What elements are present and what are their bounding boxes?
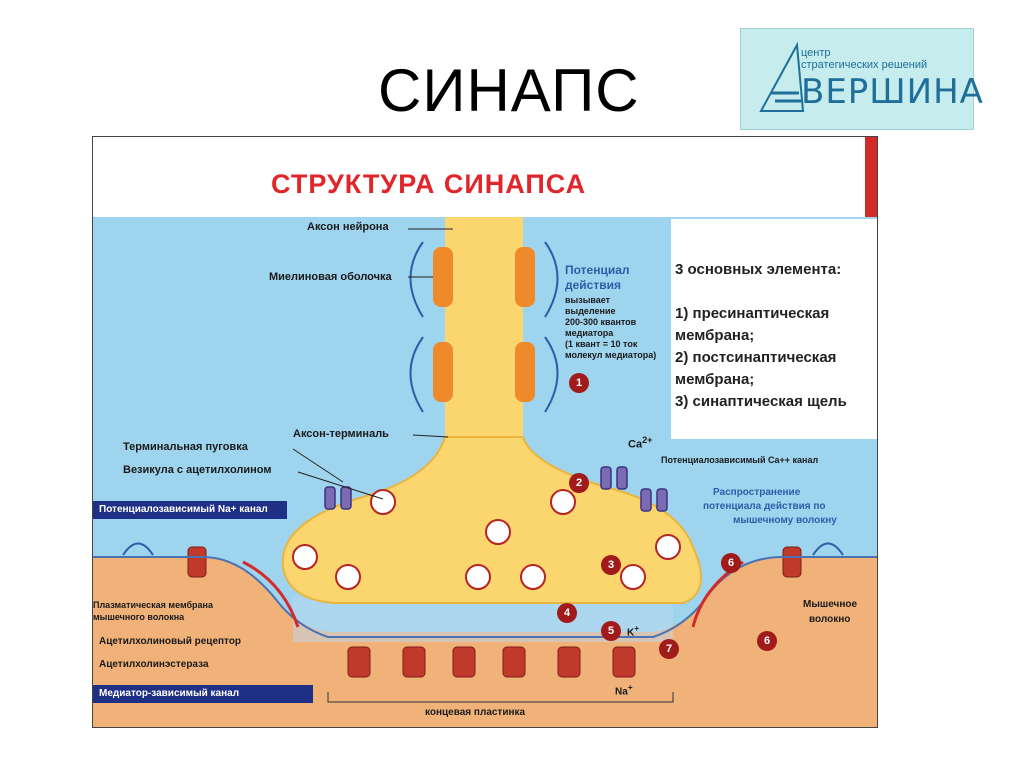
label-ach-esterase: Ацетилхолинэстераза [99, 659, 209, 670]
label-potential-desc-2: выделение [565, 306, 616, 316]
label-ca-channel: Потенциалозависимый Ca++ канал [661, 455, 819, 465]
logo-line1: центр [801, 47, 831, 59]
label-potential-desc-5: (1 квант = 10 ток [565, 339, 638, 349]
label-axon: Аксон нейрона [307, 221, 389, 233]
label-potential-desc-6: молекул медиатора) [565, 350, 657, 360]
k-charge-text: + [634, 623, 640, 633]
elements-box: 3 основных элемента: 1) пресинаптическая… [671, 219, 877, 439]
elements-heading: 3 основных элемента: [675, 261, 842, 278]
logo-name: ВЕРШИНА [801, 72, 984, 112]
bar-na-channel: Потенциалозависимый Na+ канал [93, 501, 287, 519]
step-number-4: 4 [557, 603, 577, 623]
step-number-5: 5 [601, 621, 621, 641]
element-2b: мембрана; [675, 371, 755, 388]
label-end-plate: концевая пластинка [425, 707, 526, 718]
label-ca-ion: Ca2+ [628, 435, 653, 451]
element-2a: 2) постсинаптическая [675, 349, 837, 366]
k-ion-text: K [627, 627, 635, 639]
label-potential-title-1: Потенциал [565, 263, 630, 277]
label-myelin: Миелиновая оболочка [269, 271, 392, 283]
label-vesicle: Везикула с ацетилхолином [123, 464, 272, 476]
diagram-title: СТРУКТУРА СИНАПСА [271, 169, 587, 199]
synapse-diagram: СТРУКТУРА СИНАПСА Аксон нейрона Миелинов… [92, 136, 878, 728]
step-number-2: 2 [569, 473, 589, 493]
label-plasma-membrane-2: мышечного волокна [93, 612, 185, 622]
label-ach-receptor: Ацетилхолиновый рецептор [99, 636, 242, 647]
slide-title: СИНАПС [378, 57, 640, 124]
label-plasma-membrane-1: Плазматическая мембрана [93, 600, 214, 610]
step-number-7: 7 [659, 639, 679, 659]
synapse-illustration [93, 137, 877, 727]
label-potential-desc-1: вызывает [565, 295, 611, 305]
step-number-6a: 6 [721, 553, 741, 573]
label-potential-desc-4: медиатора [565, 328, 614, 338]
ca-ion-text: Ca [628, 438, 643, 451]
bar-mediator-channel: Медиатор-зависимый канал [93, 685, 313, 703]
step-number-1: 1 [569, 373, 589, 393]
logo-line2: стратегических решений [801, 59, 928, 71]
label-propagation-1: Распространение [713, 487, 801, 498]
label-muscle-fiber-2: волокно [809, 614, 851, 625]
element-1b: мембрана; [675, 327, 755, 344]
label-axon-terminal: Аксон-терминаль [293, 428, 389, 440]
ca-charge-text: 2+ [642, 435, 653, 445]
logo-mountain-icon [759, 41, 805, 112]
label-potential-title-2: действия [565, 278, 621, 292]
logo: центр стратегических решений ВЕРШИНА [740, 28, 983, 130]
label-muscle-fiber-1: Мышечное [803, 599, 858, 610]
na-ion-text: Na [615, 686, 628, 698]
label-propagation-3: мышечному волокну [733, 515, 837, 526]
label-na-ion: Na+ [615, 682, 633, 697]
na-charge-text: + [627, 682, 633, 692]
element-3: 3) синаптическая щель [675, 393, 847, 410]
label-terminal-button: Терминальная пуговка [123, 441, 248, 453]
label-propagation-2: потенциала действия по [703, 501, 826, 512]
label-potential-desc-3: 200-300 квантов [565, 317, 637, 327]
element-1a: 1) пресинаптическая [675, 305, 830, 322]
step-number-3: 3 [601, 555, 621, 575]
step-number-6b: 6 [757, 631, 777, 651]
label-k-ion: K+ [627, 623, 639, 638]
